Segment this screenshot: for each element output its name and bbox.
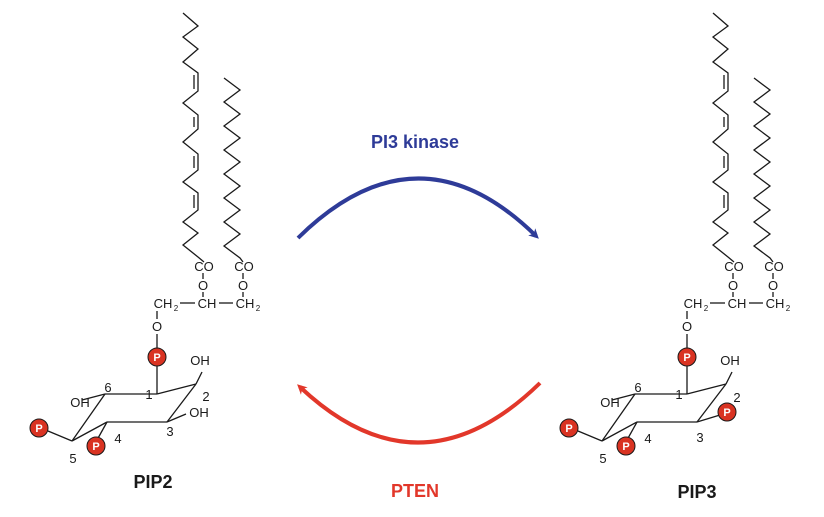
phosphate-5-icon-letter: P: [35, 423, 42, 435]
bond: [696, 414, 721, 423]
ch2-label: CH: [684, 296, 703, 311]
phosphate-5-icon-letter: P: [565, 423, 572, 435]
phosphoester-o-label: O: [152, 319, 162, 334]
subscript-2: 2: [256, 304, 261, 313]
bond: [611, 393, 636, 401]
phosphate-4-icon: [616, 436, 636, 456]
bond: [577, 430, 603, 442]
hydroxyl-c3-label: OH: [189, 405, 209, 420]
pip2-label: PIP2: [133, 472, 172, 492]
phosphate-5-icon: [29, 418, 49, 438]
saturated-fatty-acid-chain: [752, 77, 774, 263]
carbon-6-number: 6: [104, 380, 111, 395]
bond: [156, 383, 197, 395]
carbon-1-number: 1: [675, 387, 682, 402]
hydroxyl-c2-label: OH: [190, 353, 210, 368]
phosphate-1-icon-letter: P: [683, 352, 690, 364]
phosphate-3-icon: [717, 402, 737, 422]
phosphate-5-icon: [559, 418, 579, 438]
bond: [696, 383, 727, 423]
phosphoester-o-label: O: [682, 319, 692, 334]
carbon-4-number: 4: [114, 431, 121, 446]
saturated-fatty-acid-chain: [222, 77, 244, 263]
phosphate-1-icon: [677, 347, 697, 367]
bond: [686, 383, 727, 395]
ester-co-label: CO: [234, 259, 254, 274]
pi3-kinase-label: PI3 kinase: [371, 132, 459, 152]
carbon-1-number: 1: [145, 387, 152, 402]
bond: [166, 413, 187, 423]
carbon-5-number: 5: [599, 451, 606, 466]
carbon-4-number: 4: [644, 431, 651, 446]
hydroxyl-c2-label: OH: [720, 353, 740, 368]
ch-label: CH: [198, 296, 217, 311]
ester-o-label: O: [198, 278, 208, 293]
phosphate-4-icon-letter: P: [92, 441, 99, 453]
ch2-label: CH: [236, 296, 255, 311]
hydroxyl-c6-label: OH: [70, 395, 90, 410]
ester-o-label: O: [728, 278, 738, 293]
ch2-label: CH: [154, 296, 173, 311]
carbon-2-number: 2: [733, 390, 740, 405]
carbon-5-number: 5: [69, 451, 76, 466]
hydroxyl-c6-label: OH: [600, 395, 620, 410]
ester-co-label: CO: [724, 259, 744, 274]
ch2-label: CH: [766, 296, 785, 311]
phosphate-4-icon-letter: P: [622, 441, 629, 453]
pten-label: PTEN: [391, 481, 439, 501]
pip3-label: PIP3: [677, 482, 716, 502]
ester-o-label: O: [768, 278, 778, 293]
subscript-2: 2: [786, 304, 791, 313]
phosphate-3-icon-letter: P: [723, 407, 730, 419]
ester-o-label: O: [238, 278, 248, 293]
bond: [601, 393, 636, 442]
ch-label: CH: [728, 296, 747, 311]
phosphate-4-icon: [86, 436, 106, 456]
bond: [195, 371, 203, 385]
bond: [81, 393, 106, 401]
unsaturated-fatty-acid-chain: [711, 12, 735, 263]
ester-co-label: CO: [194, 259, 214, 274]
bond: [71, 421, 108, 442]
unsaturated-fatty-acid-chain: [181, 12, 205, 263]
bond: [47, 430, 73, 442]
carbon-2-number: 2: [202, 389, 209, 404]
pi3-kinase-arrow: [296, 176, 539, 240]
carbon-3-number: 3: [166, 424, 173, 439]
phosphate-1-icon-letter: P: [153, 352, 160, 364]
subscript-2: 2: [174, 304, 179, 313]
bond: [725, 371, 733, 385]
bond: [71, 393, 106, 442]
carbon-6-number: 6: [634, 380, 641, 395]
carbon-3-number: 3: [696, 430, 703, 445]
bond: [166, 383, 197, 423]
subscript-2: 2: [704, 304, 709, 313]
phosphate-1-icon: [147, 347, 167, 367]
ester-co-label: CO: [764, 259, 784, 274]
pten-arrow: [297, 381, 542, 445]
bond: [601, 421, 638, 442]
